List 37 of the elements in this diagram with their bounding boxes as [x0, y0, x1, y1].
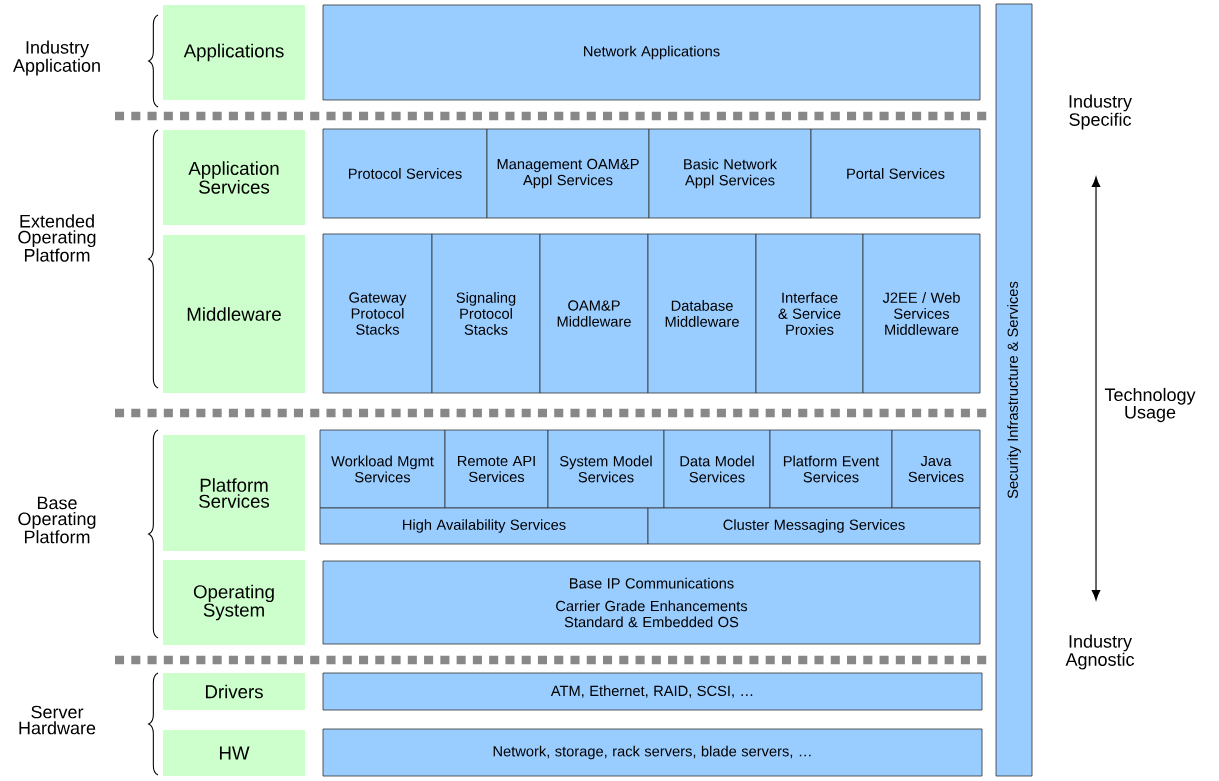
component-box: Network, storage, rack servers, blade servers, … [322, 728, 983, 777]
side-label: Extended Operating Platform [18, 214, 96, 262]
scale-label: Industry Agnostic [1065, 634, 1135, 670]
component-box: Basic Network Appl Services [648, 128, 812, 219]
component-box: Protocol Services [322, 128, 488, 219]
layer-box: Applications [163, 5, 305, 100]
layer-box: Application Services [163, 130, 305, 225]
component-box: High Availability Services [319, 507, 649, 545]
layer-box: Drivers [163, 673, 305, 710]
scale-label: Industry Specific [1069, 94, 1132, 130]
scale-label: Technology Usage [1104, 387, 1196, 423]
component-box: OAM&P Middleware [539, 233, 649, 394]
component-box: Java Services [891, 429, 981, 509]
component-box: Database Middleware [647, 233, 757, 394]
component-box: System Model Services [547, 429, 665, 509]
component-box: Workload Mgmt Services [319, 429, 446, 509]
component-box: Signaling Protocol Stacks [431, 233, 541, 394]
component-box: ATM, Ethernet, RAID, SCSI, … [322, 672, 983, 711]
layer-box: HW [163, 730, 305, 776]
component-box: Cluster Messaging Services [647, 507, 981, 545]
component-box: Base IP Communications Carrier Grade Enhancements Standard & Embedded OS [322, 560, 981, 645]
side-label: Industry Application [13, 40, 100, 76]
component-box: Management OAM&P Appl Services [486, 128, 650, 219]
component-box: Portal Services [810, 128, 981, 219]
side-label: Server Hardware [19, 705, 96, 735]
component-box: Gateway Protocol Stacks [322, 233, 433, 394]
component-box: Data Model Services [663, 429, 771, 509]
side-label: Base Operating Platform [18, 496, 96, 544]
component-box: Remote API Services [444, 429, 549, 509]
component-box: J2EE / Web Services Middleware [862, 233, 981, 394]
layer-box: Operating System [163, 560, 305, 645]
layer-box: Platform Services [163, 435, 305, 551]
layer-box: Middleware [163, 235, 305, 393]
component-box: Network Applications [322, 4, 981, 101]
component-box: Platform Event Services [769, 429, 893, 509]
component-box: Interface & Service Proxies [755, 233, 864, 394]
security-bar: Security Infrastructure & Services [995, 3, 1033, 777]
